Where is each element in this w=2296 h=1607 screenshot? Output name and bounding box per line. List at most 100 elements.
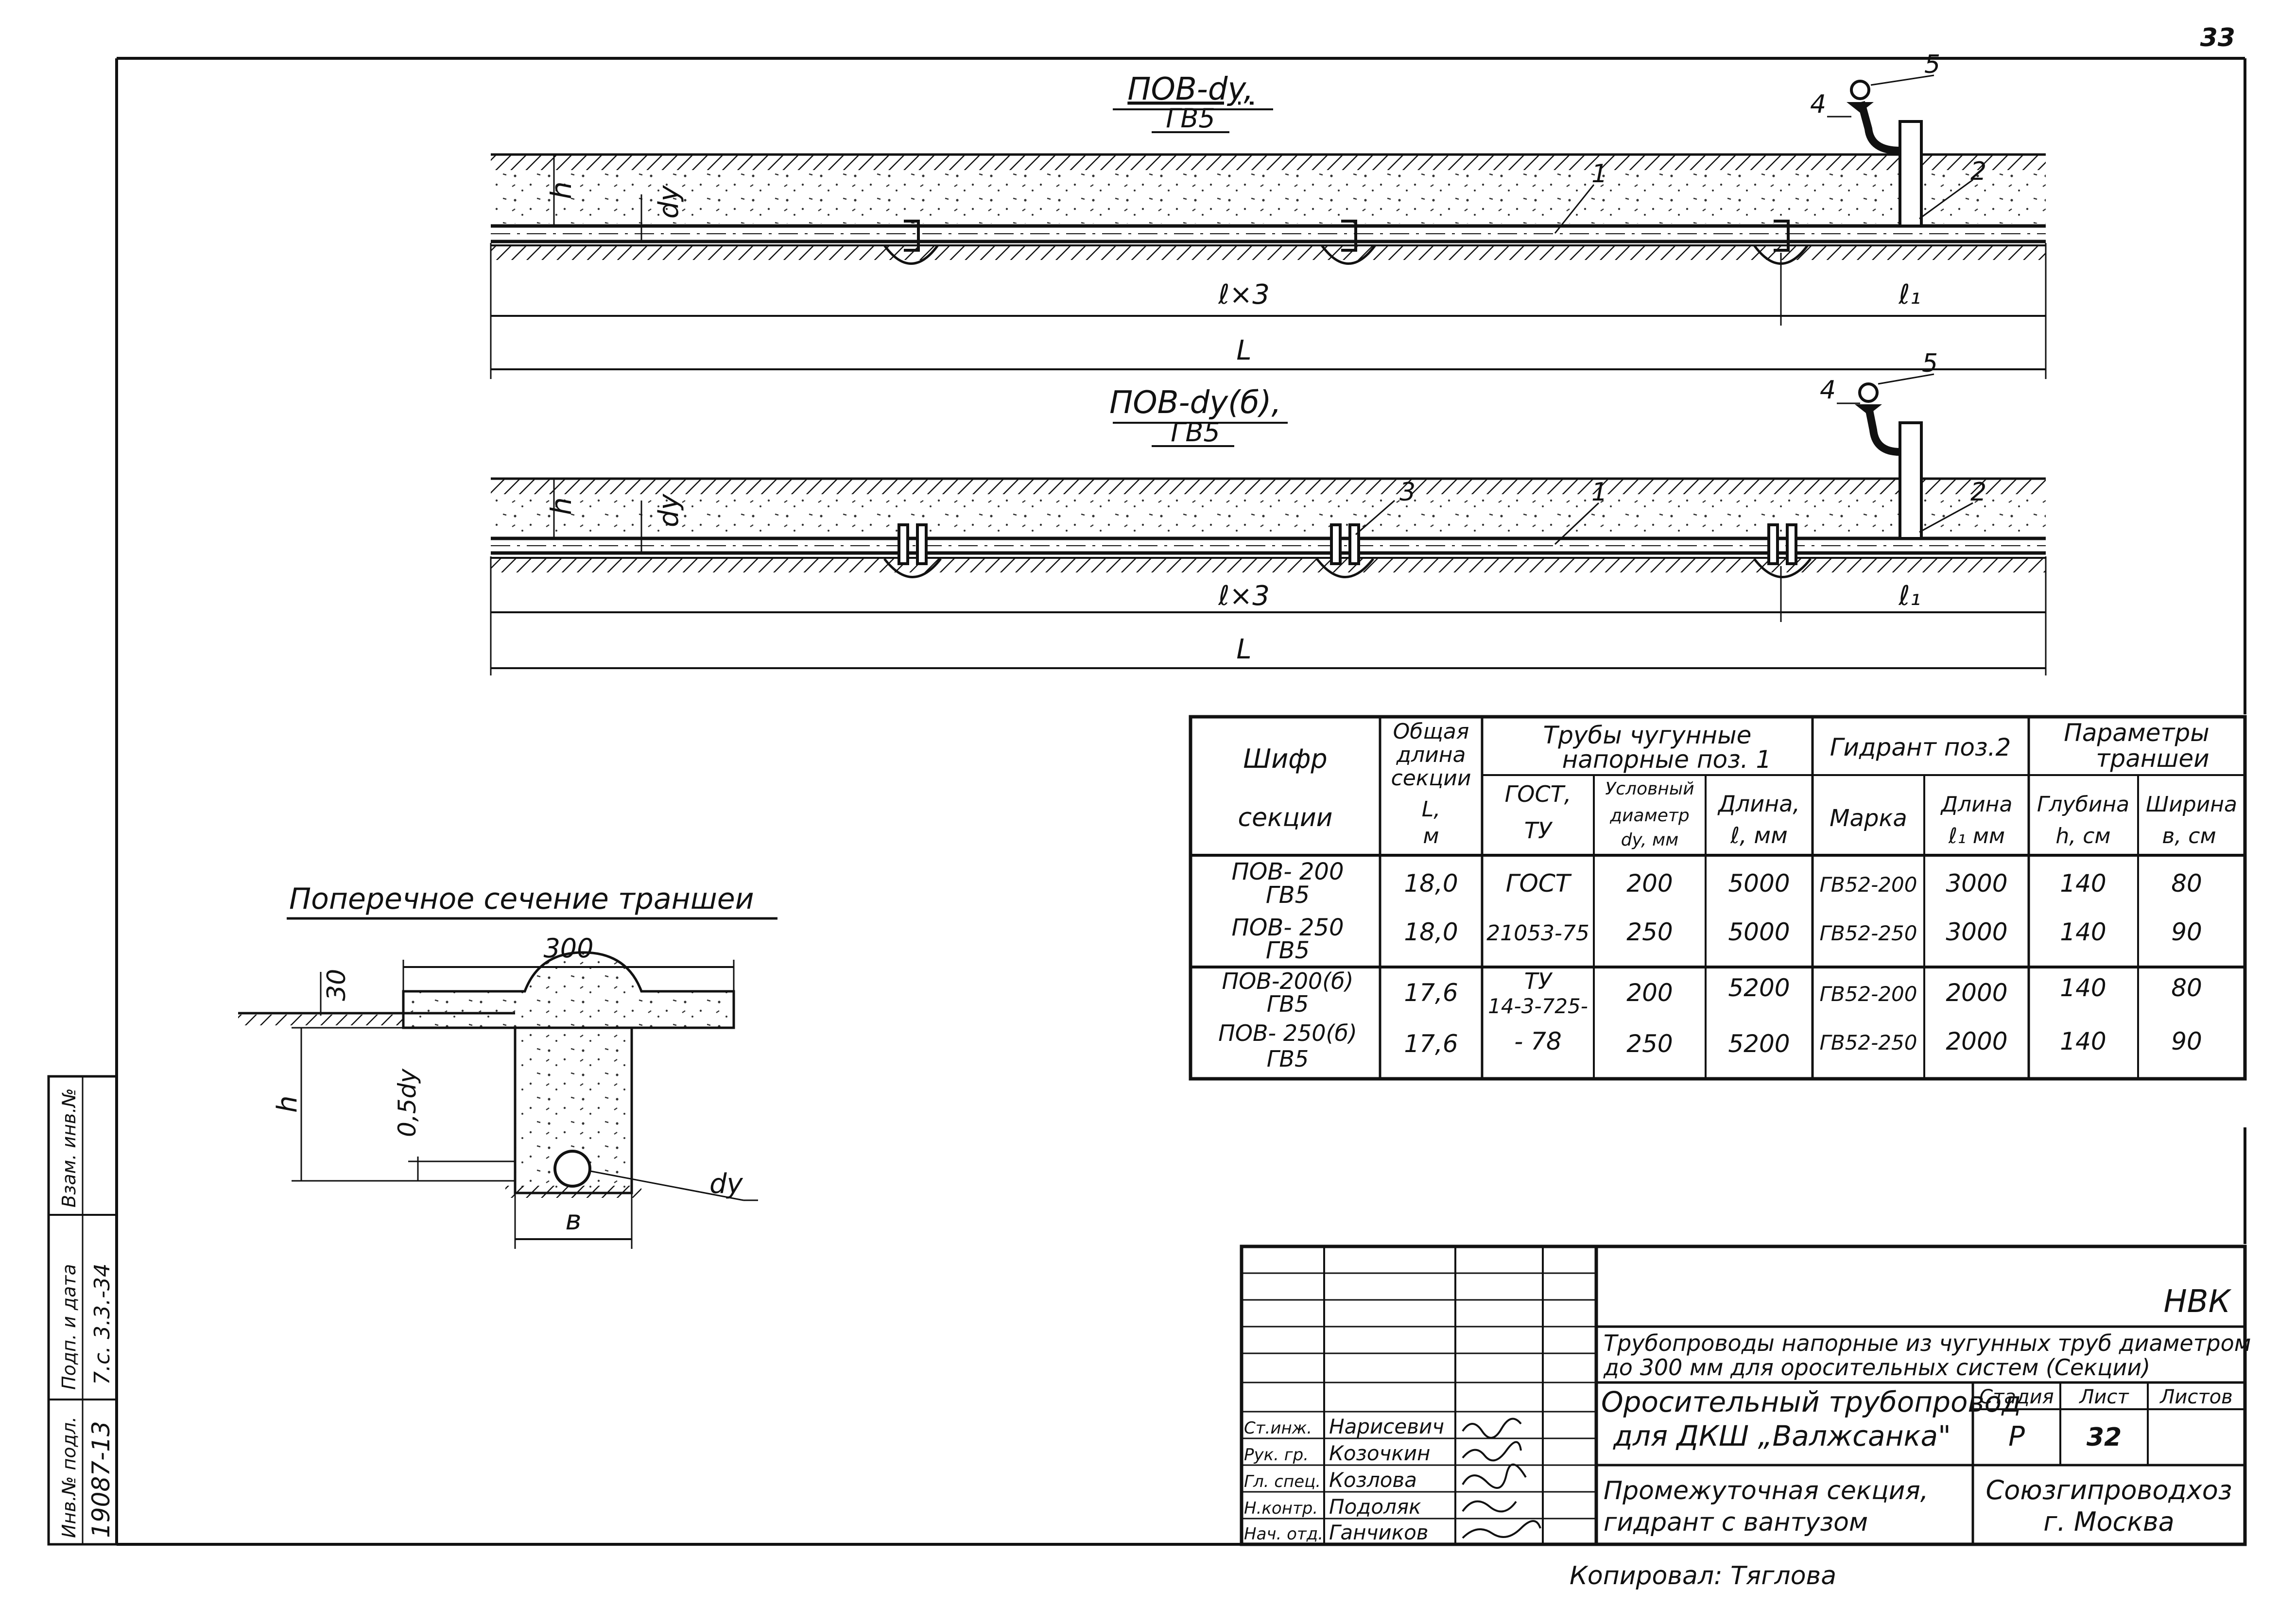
section-1-title: ПОВ-dy, — [1127, 71, 1253, 107]
sheets-label: Листов — [2159, 1386, 2232, 1408]
hydrant — [1855, 382, 1923, 540]
dim-05dy: 0,5dy — [393, 1068, 421, 1137]
callout-1: 1 — [1591, 159, 1607, 189]
dim-L: L — [1236, 634, 1251, 665]
cell-marka: ГВ52-250 — [1820, 1031, 1917, 1054]
page-number: 33 — [2200, 23, 2235, 52]
cell-shifr-2: ГВ5 — [1267, 991, 1309, 1017]
section-1-subtitle: ГВ5 — [1166, 103, 1215, 134]
cell-gost: 21053-75 — [1486, 921, 1589, 946]
label-h: h — [545, 497, 578, 515]
label-h: h — [545, 181, 578, 199]
hdr-pipes: Трубы чугунные — [1543, 721, 1752, 749]
doc-line-1: Промежуточная секция, — [1604, 1476, 1928, 1505]
hdr-marka: Марка — [1830, 805, 1907, 832]
object-line-1: Оросительный трубопровод — [1601, 1385, 2021, 1418]
stamp-value-sign: 7.с. 3.3.-34 — [90, 1263, 115, 1385]
cell-depth: 140 — [2060, 918, 2106, 946]
callout-3: 3 — [1399, 478, 1416, 507]
trench-bottom-hatch — [491, 245, 2046, 260]
dim-lx3: ℓ×3 — [1218, 580, 1270, 612]
trench-bottom-hatch — [491, 558, 2046, 572]
cell-marka: ГВ52-200 — [1820, 873, 1917, 897]
hdr-depth-2: h, см — [2055, 824, 2110, 848]
cell-shifr-2: ГВ5 — [1267, 1046, 1309, 1072]
role: Гл. спец. — [1244, 1472, 1321, 1491]
table-row: ПОВ- 250(б) ГВ5 17,6 - 78 250 5200 ГВ52-… — [1218, 1020, 2202, 1072]
cell-width: 80 — [2171, 869, 2202, 898]
cell-hyd-len: 3000 — [1946, 869, 2007, 898]
callout-1: 1 — [1591, 478, 1607, 507]
pipe-socket-joint — [883, 220, 939, 265]
sheet-label: Лист — [2078, 1386, 2129, 1408]
stage-label: Стадия — [1979, 1386, 2054, 1408]
cell-shifr-2: ГВ5 — [1266, 937, 1310, 964]
cell-diam: 250 — [1626, 1030, 1673, 1058]
role: Н.контр. — [1244, 1499, 1318, 1518]
cell-width: 90 — [2171, 918, 2202, 946]
section-2: ПОВ-dy(б), ГВ5 — [490, 349, 2047, 675]
dim-h: h — [272, 1096, 303, 1113]
callout-5: 5 — [1922, 349, 1938, 378]
stamp-label-replace: Взам. инв.№ — [58, 1088, 80, 1208]
cell-hyd-len: 2000 — [1946, 979, 2007, 1007]
dim-l1: ℓ₁ — [1898, 279, 1921, 311]
ground-surface-hatch — [491, 479, 2046, 494]
cell-shifr: ПОВ-200(б) — [1222, 968, 1353, 994]
hdr-width-2: в, см — [2162, 824, 2216, 848]
cell-gost: ГОСТ — [1506, 869, 1572, 898]
person-name: Козочкин — [1329, 1441, 1430, 1465]
doc-line-2: гидрант с вантузом — [1604, 1508, 1868, 1537]
cell-gost: ТУ — [1524, 968, 1553, 994]
signatures — [1462, 1417, 1541, 1539]
hdr-hyd-len: Длина — [1940, 792, 2013, 817]
cell-shifr: ПОВ- 250(б) — [1218, 1020, 1357, 1046]
cell-length: 17,6 — [1404, 1030, 1458, 1058]
section-1: ПОВ-dy, ГВ5 — [490, 50, 2047, 379]
cell-depth: 140 — [2060, 869, 2106, 898]
callout-2: 2 — [1970, 478, 1986, 507]
copied-by: Копировал: Тяглова — [1570, 1561, 1836, 1590]
table-row: ПОВ- 200 ГВ5 18,0 ГОСТ 200 5000 ГВ52-200… — [1232, 858, 2202, 909]
cell-gost: - 78 — [1514, 1027, 1562, 1055]
project-line-1: Трубопроводы напорные из чугунных труб д… — [1604, 1330, 2251, 1356]
stage-value: Р — [2008, 1421, 2025, 1452]
cell-shifr-2: ГВ5 — [1266, 881, 1310, 909]
person-name: Нарисевич — [1329, 1415, 1444, 1438]
stamp-label-inv: Инв.№ подл. — [58, 1417, 80, 1538]
section-2-title: ПОВ-dy(б), — [1109, 385, 1281, 421]
role: Рук. гр. — [1244, 1445, 1309, 1465]
cell-diam: 200 — [1626, 869, 1673, 898]
cell-pipe-len: 5200 — [1728, 1030, 1790, 1058]
dim-l1: ℓ₁ — [1898, 580, 1921, 612]
hdr-gost: ГОСТ, — [1505, 781, 1571, 807]
hdr-length-3: секции — [1391, 766, 1471, 791]
org-line-1: Союзгипроводхоз — [1986, 1475, 2232, 1505]
hdr-pipe-len: Длина, — [1717, 791, 1800, 817]
callout-2: 2 — [1970, 157, 1986, 186]
dim-b: в — [565, 1205, 581, 1236]
cell-pipe-len: 5000 — [1728, 918, 1790, 946]
cell-length: 18,0 — [1404, 869, 1458, 898]
sheet-value: 32 — [2087, 1423, 2122, 1452]
cell-pipe-len: 5000 — [1728, 869, 1790, 898]
cell-depth: 140 — [2060, 974, 2106, 1002]
cell-width: 80 — [2171, 974, 2202, 1002]
role: Нач. отд. — [1244, 1524, 1323, 1544]
hdr-length-4: L, — [1422, 797, 1441, 822]
title-block: НВК Трубопроводы напорные из чугунных тр… — [1240, 1244, 2251, 1590]
cell-marka: ГВ52-200 — [1820, 982, 1917, 1006]
hdr-length-2: длина — [1396, 743, 1466, 767]
trench-cross-section: Поперечное сечение траншеи 300 30 h 0,5d… — [238, 882, 777, 1249]
cross-section-title: Поперечное сечение траншеи — [289, 882, 754, 916]
callout-4: 4 — [1810, 90, 1826, 119]
title-code: НВК — [2164, 1284, 2232, 1320]
cell-gost-cont: 14-3-725- — [1488, 994, 1588, 1018]
hdr-diam-2: диаметр — [1609, 806, 1689, 826]
cell-diam: 250 — [1626, 918, 1673, 946]
cross-label-dy: dy — [709, 1168, 743, 1200]
hdr-width: Ширина — [2146, 792, 2237, 817]
cell-depth: 140 — [2060, 1027, 2106, 1055]
pipe-cross-section — [553, 1150, 591, 1188]
